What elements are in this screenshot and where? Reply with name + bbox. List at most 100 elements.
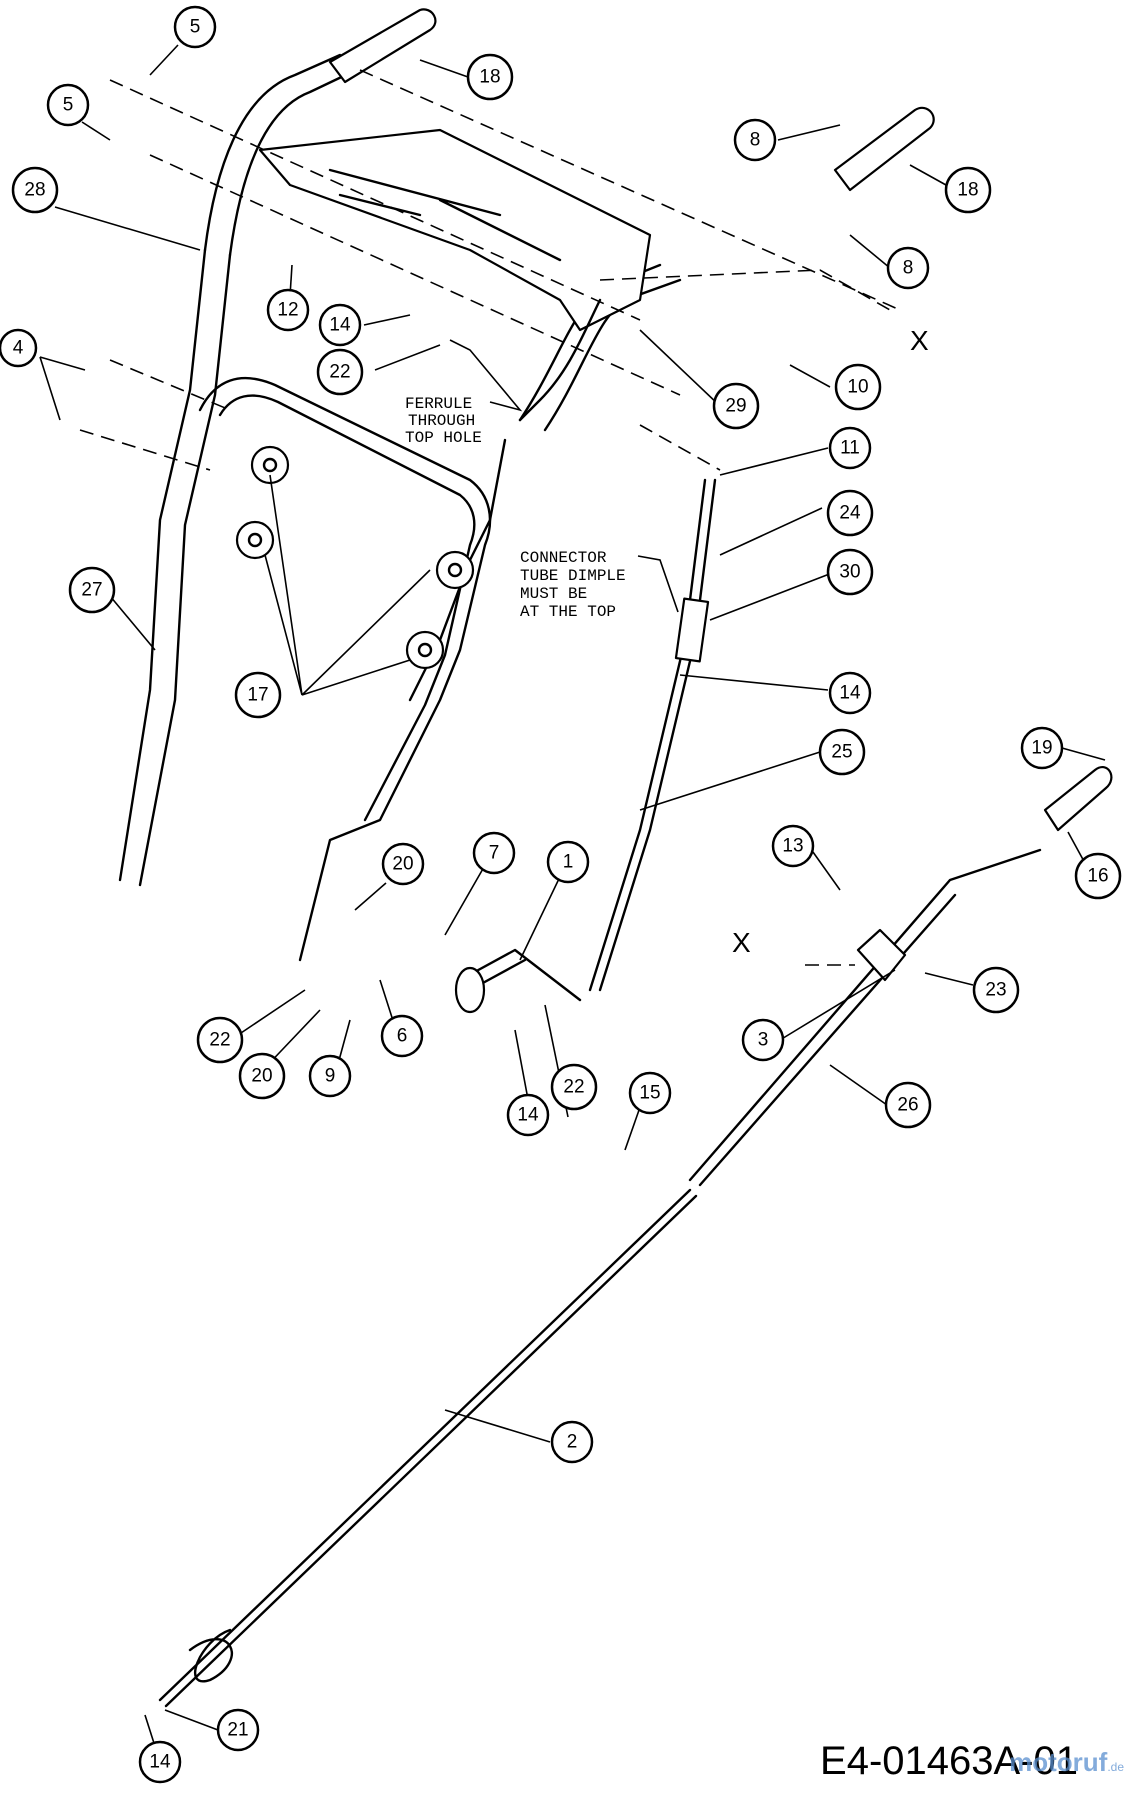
callout-16: 16 <box>1074 852 1122 900</box>
svg-text:28: 28 <box>24 180 45 201</box>
callout-20: 20 <box>238 1052 286 1100</box>
knob-4 <box>405 630 445 670</box>
callout-5: 5 <box>173 5 217 49</box>
note-line: CONNECTOR <box>520 549 607 567</box>
note-line: TOP HOLE <box>405 429 482 447</box>
callout-28: 28 <box>11 166 59 214</box>
reference-mark-x-top: X <box>910 325 929 356</box>
svg-text:20: 20 <box>251 1066 272 1087</box>
callout-7: 7 <box>472 831 516 875</box>
svg-text:1: 1 <box>563 852 574 873</box>
callout-22: 22 <box>316 348 364 396</box>
callout-11: 11 <box>828 426 872 470</box>
note-line: AT THE TOP <box>520 603 616 621</box>
reference-mark-x-bottom: X <box>732 927 751 958</box>
svg-text:14: 14 <box>517 1105 539 1126</box>
bracket <box>856 928 907 982</box>
svg-text:15: 15 <box>639 1083 660 1104</box>
connector-note: CONNECTOR TUBE DIMPLE MUST BE AT THE TOP <box>520 549 626 621</box>
callout-15: 15 <box>628 1071 672 1115</box>
ferrule-note: FERRULE THROUGH TOP HOLE <box>405 395 482 447</box>
svg-text:13: 13 <box>782 836 803 857</box>
callout-30: 30 <box>826 548 874 596</box>
callout-26: 26 <box>884 1081 932 1129</box>
svg-text:22: 22 <box>329 362 350 383</box>
callout-23: 23 <box>972 966 1020 1014</box>
long-rod-upper <box>688 848 1042 1187</box>
svg-text:25: 25 <box>831 742 852 763</box>
auger-coil <box>188 1628 233 1683</box>
connector-tube <box>674 597 710 663</box>
callout-5: 5 <box>46 83 90 127</box>
svg-text:24: 24 <box>839 503 861 524</box>
chute-sleeve <box>1043 766 1113 832</box>
svg-text:5: 5 <box>190 17 201 38</box>
callout-12: 12 <box>266 288 310 332</box>
callout-24: 24 <box>826 489 874 537</box>
watermark-tld: .de <box>1107 1760 1124 1774</box>
long-rod-lower <box>158 1188 698 1708</box>
callout-21: 21 <box>216 1708 260 1752</box>
svg-text:22: 22 <box>209 1030 230 1051</box>
knob-2 <box>235 520 275 560</box>
handle-assembly-drawing <box>79 8 1113 1708</box>
callout-22: 22 <box>196 1016 244 1064</box>
watermark-brand: motoruf <box>1009 1747 1108 1777</box>
svg-text:23: 23 <box>985 980 1006 1001</box>
note-line: FERRULE <box>405 395 472 413</box>
callout-17: 17 <box>234 671 282 719</box>
svg-text:21: 21 <box>227 1720 248 1741</box>
svg-text:9: 9 <box>325 1066 336 1087</box>
callout-9: 9 <box>308 1054 352 1098</box>
callout-10: 10 <box>834 363 882 411</box>
note-line: MUST BE <box>520 585 587 603</box>
note-line: THROUGH <box>408 412 475 430</box>
svg-text:22: 22 <box>563 1077 584 1098</box>
svg-text:11: 11 <box>840 438 860 459</box>
drawing-code: E4-01463A-01 <box>820 1739 1078 1783</box>
svg-text:16: 16 <box>1087 866 1108 887</box>
svg-text:20: 20 <box>392 854 413 875</box>
svg-text:17: 17 <box>247 685 268 706</box>
svg-text:5: 5 <box>63 95 74 116</box>
svg-text:27: 27 <box>81 580 102 601</box>
grip-right <box>833 106 935 192</box>
svg-text:8: 8 <box>750 130 761 151</box>
callout-20: 20 <box>381 842 425 886</box>
callout-19: 19 <box>1020 726 1064 770</box>
callout-18: 18 <box>466 53 514 101</box>
svg-text:14: 14 <box>839 683 861 704</box>
callout-14: 14 <box>318 303 362 347</box>
chute-crank-rod <box>588 478 717 992</box>
grip-left <box>328 8 437 84</box>
svg-text:12: 12 <box>277 300 298 321</box>
callout-8: 8 <box>733 118 777 162</box>
callout-13: 13 <box>771 824 815 868</box>
svg-text:14: 14 <box>329 315 351 336</box>
watermark-logo: motoruf.de <box>1009 1747 1124 1778</box>
callout-14: 14 <box>828 671 872 715</box>
callout-3: 3 <box>741 1018 785 1062</box>
callout-27: 27 <box>68 566 116 614</box>
svg-text:30: 30 <box>839 562 860 583</box>
svg-text:10: 10 <box>847 377 868 398</box>
callout-8: 8 <box>886 246 930 290</box>
svg-text:8: 8 <box>903 258 914 279</box>
callout-14: 14 <box>506 1093 550 1137</box>
lower-handle-left <box>118 248 232 887</box>
svg-text:26: 26 <box>897 1095 918 1116</box>
svg-text:2: 2 <box>567 1432 578 1453</box>
callout-14: 14 <box>138 1740 182 1784</box>
svg-text:4: 4 <box>13 338 24 359</box>
svg-text:18: 18 <box>957 180 978 201</box>
callout-2: 2 <box>550 1420 594 1464</box>
svg-text:7: 7 <box>489 843 500 864</box>
lower-handle-loop <box>198 376 492 962</box>
svg-text:19: 19 <box>1031 738 1052 759</box>
callout-22: 22 <box>550 1063 598 1111</box>
svg-text:3: 3 <box>758 1030 769 1051</box>
callout-4: 4 <box>0 328 38 368</box>
callout-1: 1 <box>546 840 590 884</box>
callout-29: 29 <box>712 382 760 430</box>
